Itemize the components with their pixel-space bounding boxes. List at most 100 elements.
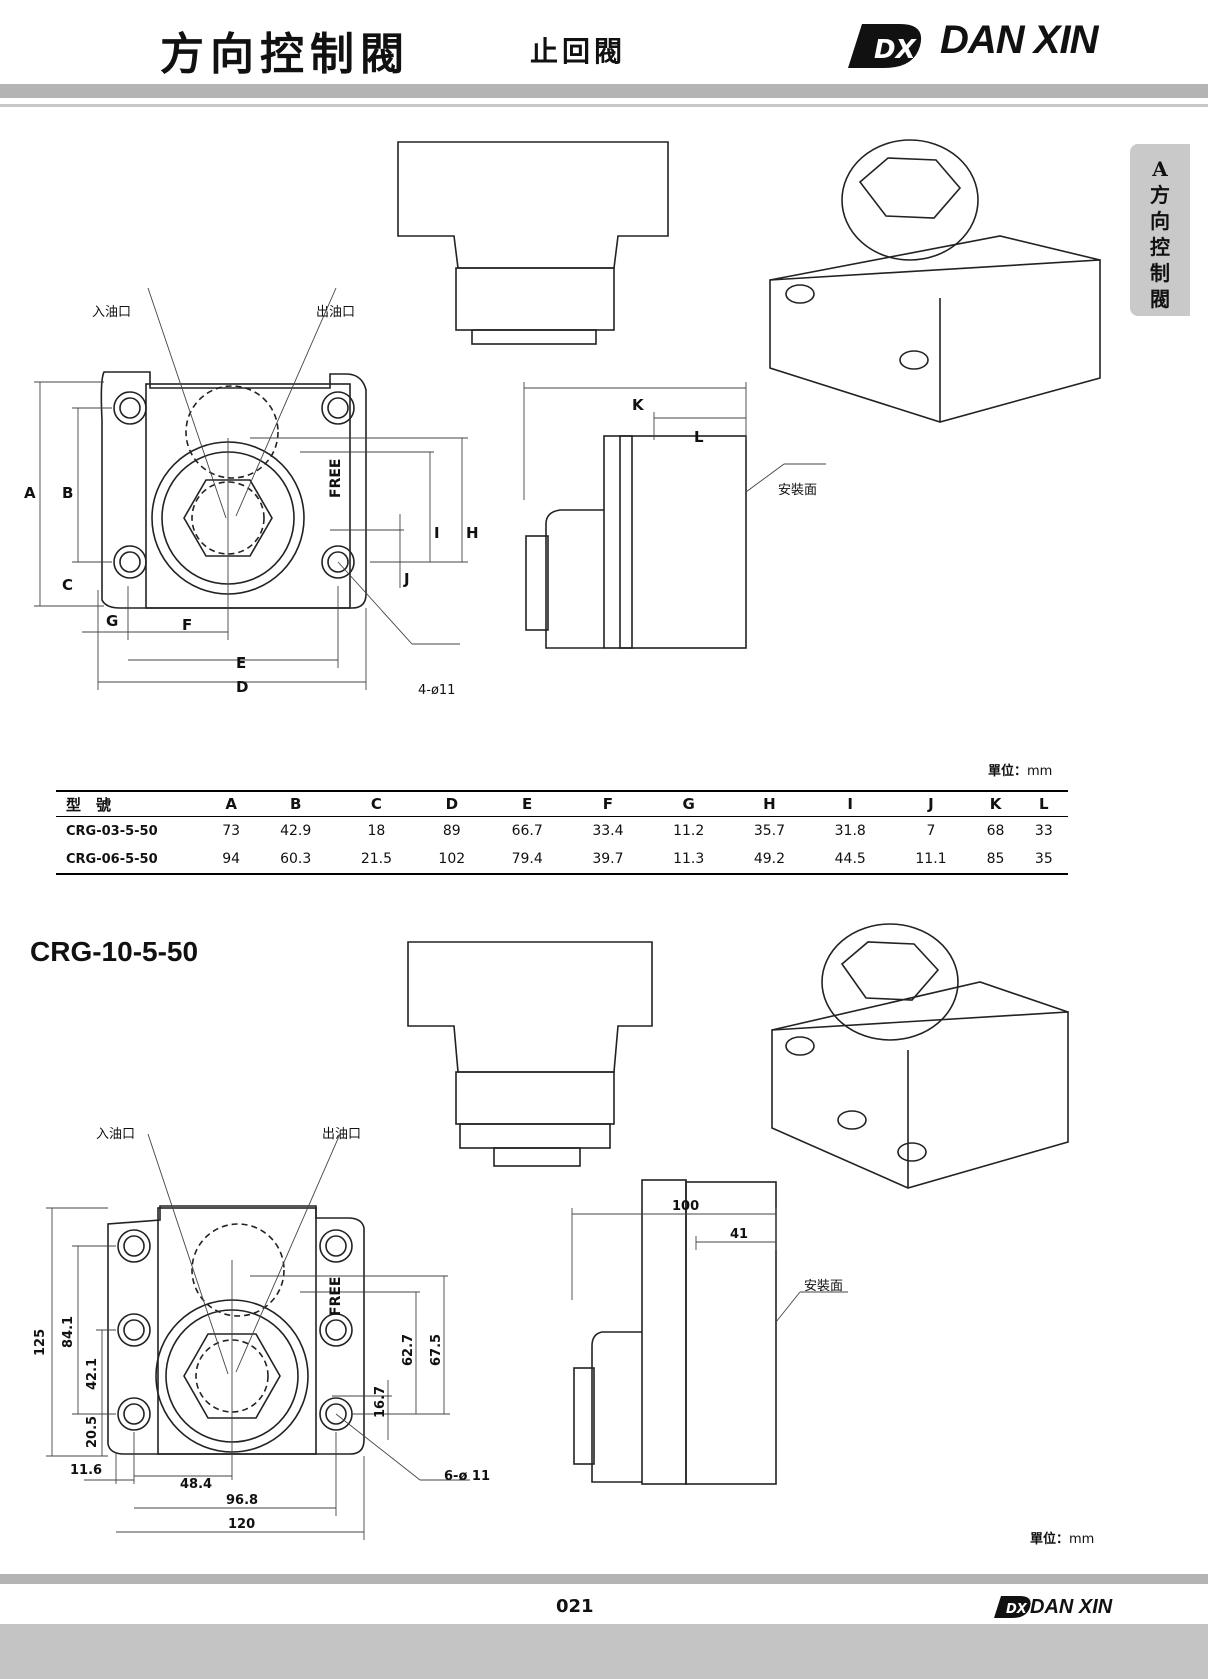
table-cell: 7 [926,823,936,839]
column-header: I [809,790,891,817]
table-cell: CRG-03-5-50 [66,823,158,839]
table-cell: 11.2 [673,823,705,839]
side-tab-char: 向 [1150,209,1170,233]
column-header: E [486,790,568,817]
dim-125-label: 125 [33,1329,48,1356]
dim-d-label: D [236,678,248,696]
table-cell: 66.7 [511,823,543,839]
column-header: L [1019,790,1068,817]
dim-g-label: G [106,612,118,630]
hole-label: 4-ø11 [418,683,455,698]
page-title: 方向控制閥 [160,29,410,80]
side-tab[interactable]: A 方 向 控 制 閥 [1130,144,1190,316]
footer-base [0,1624,1208,1679]
dim-i-label: I [434,524,440,542]
outlet-label: 出油口 [322,1127,361,1142]
column-header: B [255,790,337,817]
side-tab-char: 控 [1150,235,1170,259]
page-number: 021 [556,1596,594,1617]
dim-h-label: H [466,524,479,542]
table-cell: 18 [367,823,386,839]
free-label: FREE [328,1277,344,1316]
table-cell: 11.1 [890,845,972,875]
dimension-table: 型 號 A B C D E F G H I J K L CRG-03-5-50 … [56,790,1068,875]
table-cell: 68 [986,823,1005,839]
footer-brand-logo: DX [994,1596,1031,1618]
dim-67-5-label: 67.5 [429,1334,444,1366]
unit-value: mm [1069,1532,1095,1547]
column-header: J [890,790,972,817]
outlet-label: 出油口 [316,305,355,320]
dim-16-7-label: 16.7 [373,1386,388,1418]
table-cell: 35.7 [753,823,786,839]
dim-j-label: J [403,570,410,588]
column-header: G [648,790,730,817]
dim-84-1-label: 84.1 [61,1316,76,1348]
dim-48-4-label: 48.4 [180,1477,212,1492]
model-heading: CRG-10-5-50 [30,936,199,967]
table-cell: 49.2 [729,845,810,875]
table-cell: 21.5 [336,845,417,875]
dim-41-label: 41 [730,1227,748,1242]
unit-label: 單位： [1030,1532,1070,1547]
dim-42-1-label: 42.1 [85,1358,100,1390]
table-cell: 94 [207,845,256,875]
footer-brand-name: DAN XIN [1030,1596,1113,1618]
table-cell: 31.8 [834,823,866,839]
dim-k-label: K [632,396,645,414]
side-tab-char: A [1152,157,1168,181]
unit-note-2: 單位：mm [1030,1528,1094,1547]
footer-brand-mark: DX [1006,1602,1028,1617]
table-cell: 60.3 [255,845,337,875]
hole-label: 6-ø 11 [444,1469,490,1484]
table-cell: 42.9 [280,823,312,839]
table-cell: 89 [442,823,461,839]
dim-b-label: B [62,484,73,502]
free-label: FREE [328,459,344,498]
header-band [0,84,1208,98]
table-cell: 102 [416,845,487,875]
table-cell: 35 [1019,845,1068,875]
dim-62-7-label: 62.7 [401,1334,416,1366]
unit-label: 單位： [988,764,1028,779]
table-row: CRG-06-5-50 94 60.3 21.5 102 79.4 39.7 1… [56,845,1068,875]
unit-value: mm [1027,764,1053,779]
page-subtitle: 止回閥 [530,35,627,68]
drawing-crg-10: 125 84.1 42.1 20.5 11.6 48.4 96.8 120 62… [33,923,1069,1540]
dim-l-label: L [694,428,704,446]
mount-face-label: 安裝面 [778,483,817,498]
side-tab-char: 方 [1150,183,1170,207]
table-cell: 44.5 [809,845,891,875]
header-rule [0,104,1208,107]
table-cell: 39.7 [567,845,649,875]
inlet-label: 入油口 [96,1127,135,1142]
table-cell: 79.4 [486,845,568,875]
table-cell: 73 [222,823,241,839]
column-header: H [729,790,810,817]
side-tab-char: 閥 [1150,287,1170,311]
brand-mark: DX [874,35,918,65]
column-header: C [336,790,417,817]
mount-face-label: 安裝面 [804,1279,843,1294]
column-header: 型 號 [56,790,207,817]
dim-100-label: 100 [672,1199,699,1214]
brand-logo: DX [848,24,922,68]
table-row: CRG-03-5-50 73 42.9 18 89 66.7 33.4 11.2… [56,817,1068,846]
brand-name: DAN XIN [940,18,1098,62]
dim-120-label: 120 [228,1517,255,1532]
dim-20-5-label: 20.5 [85,1416,100,1448]
side-tab-char: 制 [1150,261,1170,285]
table-header-row: 型 號 A B C D E F G H I J K L [56,790,1068,817]
dim-a-label: A [24,484,36,502]
table-cell: 85 [971,845,1020,875]
inlet-label: 入油口 [92,305,131,320]
footer-band [0,1574,1208,1584]
dim-96-8-label: 96.8 [226,1493,258,1508]
dim-e-label: E [236,654,246,672]
dim-c-label: C [62,576,73,594]
table-cell: 33.4 [592,823,624,839]
column-header: F [567,790,649,817]
drawing-crg-03-06: A B C D E F G H I J K L 入油口 出油口 安裝面 4-ø1… [24,139,1101,698]
table-cell: 11.3 [648,845,730,875]
column-header: D [416,790,487,817]
